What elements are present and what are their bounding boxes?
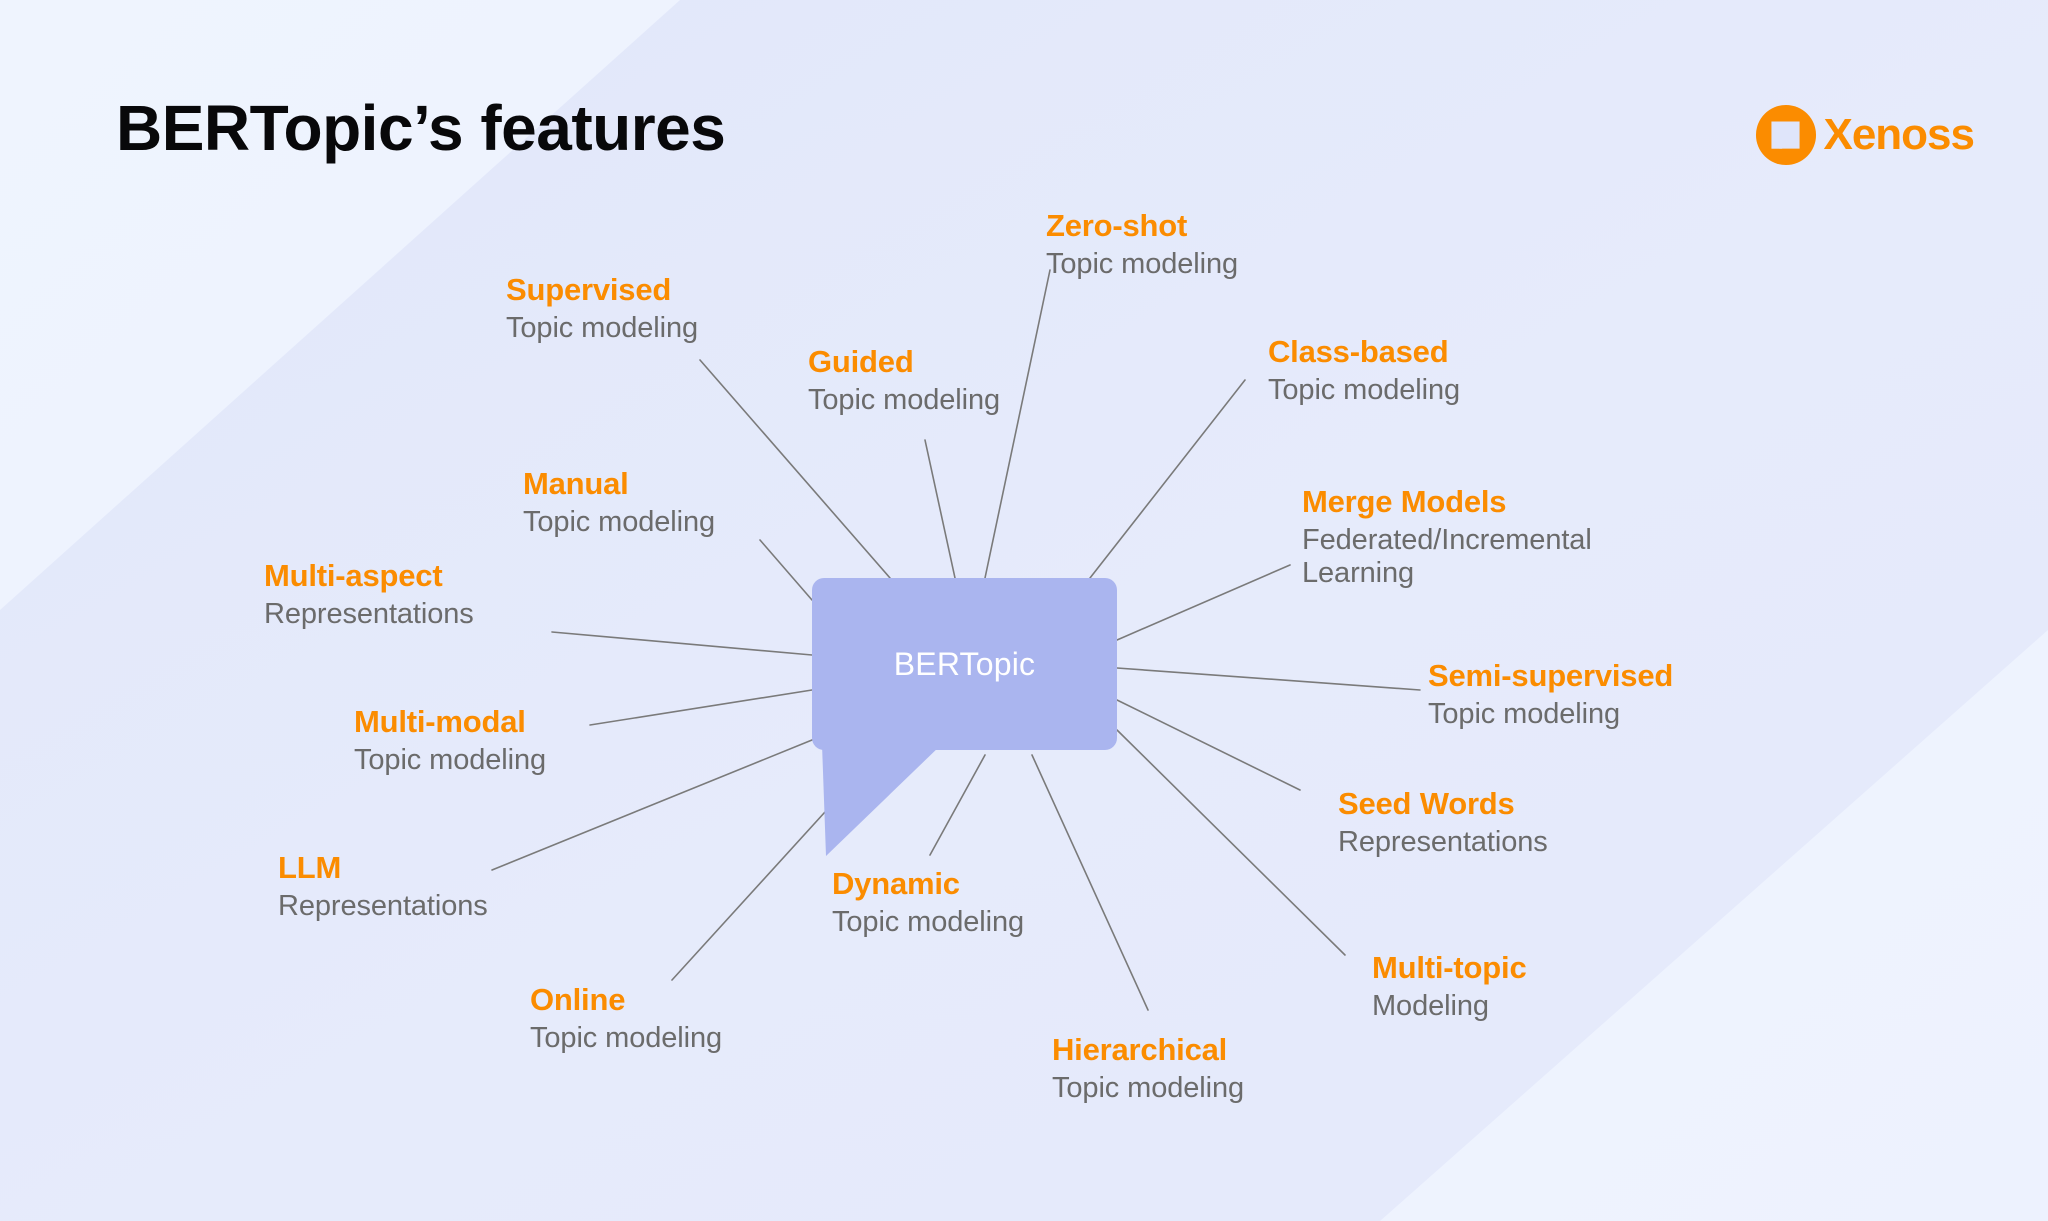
feature-title: Merge Models (1302, 484, 1507, 519)
feature-subtitle: Topic modeling (530, 1022, 723, 1055)
feature-multi-modal[interactable]: Multi-modal Topic modeling (354, 704, 546, 777)
feature-title: Manual (523, 466, 629, 501)
brand-wordmark: Xenoss (1823, 110, 1975, 159)
connector-manual (759, 539, 813, 601)
connector-multi-modal (589, 689, 813, 726)
feature-multi-aspect[interactable]: Multi-aspect Representations (264, 558, 474, 631)
center-node-bertopic[interactable]: BERTopic (812, 578, 1117, 750)
feature-dynamic[interactable]: Dynamic Topic modeling (832, 866, 1024, 939)
feature-supervised[interactable]: Supervised Topic modeling (506, 272, 698, 345)
feature-guided[interactable]: Guided Topic modeling (808, 344, 1000, 417)
feature-title: Class-based (1268, 334, 1449, 369)
feature-title: Multi-aspect (264, 558, 443, 593)
connector-supervised (699, 359, 891, 579)
connector-dynamic (929, 754, 986, 856)
feature-title: Semi-supervised (1428, 658, 1674, 693)
connector-online (671, 789, 846, 981)
feature-subtitle: Representations (1338, 826, 1548, 859)
feature-subtitle: Topic modeling (506, 312, 699, 345)
connector-merge-models (1116, 564, 1291, 641)
feature-semi-supervised[interactable]: Semi-supervised Topic modeling (1428, 658, 1673, 731)
feature-title: Zero-shot (1046, 208, 1188, 243)
feature-title: LLM (278, 850, 342, 885)
feature-title: Multi-topic (1372, 950, 1527, 985)
feature-multi-topic[interactable]: Multi-topic Modeling (1372, 950, 1527, 1023)
feature-subtitle: Topic modeling (523, 506, 716, 539)
connector-class-based (1089, 379, 1246, 579)
feature-llm[interactable]: LLM Representations (278, 850, 488, 923)
feature-subtitle: Topic modeling (354, 744, 547, 777)
feature-subtitle: Topic modeling (808, 384, 1001, 417)
connector-seed-words (1116, 699, 1301, 791)
feature-subtitle: Topic modeling (1052, 1072, 1245, 1105)
feature-subtitle: Topic modeling (1268, 374, 1461, 407)
feature-subtitle: Representations (264, 598, 474, 631)
feature-title: Seed Words (1338, 786, 1515, 821)
connector-guided (924, 439, 956, 579)
brand-logo[interactable]: Xenoss (1755, 104, 1975, 166)
feature-zero-shot[interactable]: Zero-shot Topic modeling (1046, 208, 1238, 281)
connector-hierarchical (1031, 754, 1149, 1011)
xenoss-circle-x-icon (1756, 104, 1817, 166)
feature-subtitle: Topic modeling (1046, 248, 1239, 281)
connector-multi-aspect (551, 631, 813, 656)
feature-hierarchical[interactable]: Hierarchical Topic modeling (1052, 1032, 1244, 1105)
feature-title: Multi-modal (354, 704, 526, 739)
center-node-label: BERTopic (893, 645, 1036, 682)
feature-subtitle: Representations (278, 890, 488, 923)
connector-multi-topic (1116, 729, 1346, 956)
feature-merge-models[interactable]: Merge Models Federated/Incremental Learn… (1302, 484, 1702, 590)
feature-title: Hierarchical (1052, 1032, 1228, 1067)
connector-semi-supervised (1116, 667, 1421, 691)
feature-class-based[interactable]: Class-based Topic modeling (1268, 334, 1460, 407)
feature-subtitle: Federated/Incremental Learning (1302, 524, 1592, 590)
feature-title: Guided (808, 344, 914, 379)
feature-subtitle: Topic modeling (1428, 698, 1621, 731)
feature-subtitle: Modeling (1372, 990, 1489, 1023)
feature-title: Online (530, 982, 626, 1017)
feature-title: Supervised (506, 272, 672, 307)
feature-seed-words[interactable]: Seed Words Representations (1338, 786, 1548, 859)
feature-online[interactable]: Online Topic modeling (530, 982, 722, 1055)
connector-zero-shot (984, 269, 1051, 579)
feature-manual[interactable]: Manual Topic modeling (523, 466, 715, 539)
page-title: BERTopic’s features (116, 92, 726, 164)
feature-subtitle: Topic modeling (832, 906, 1025, 939)
speech-bubble-tail (822, 744, 942, 856)
feature-title: Dynamic (832, 866, 960, 901)
connector-llm (491, 739, 813, 871)
